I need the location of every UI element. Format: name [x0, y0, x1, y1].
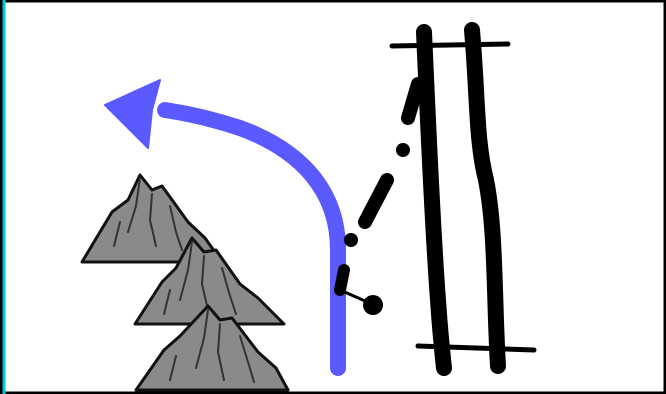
road-top-bar [392, 44, 508, 46]
